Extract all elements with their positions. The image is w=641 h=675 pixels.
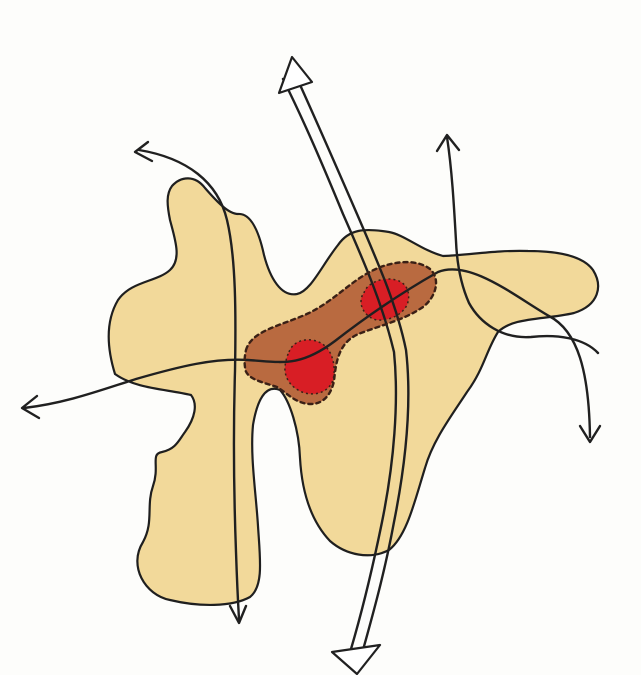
double-arrow-head-north [279, 57, 312, 93]
territory-shape [109, 178, 598, 605]
double-arrow-head-south [332, 645, 380, 674]
